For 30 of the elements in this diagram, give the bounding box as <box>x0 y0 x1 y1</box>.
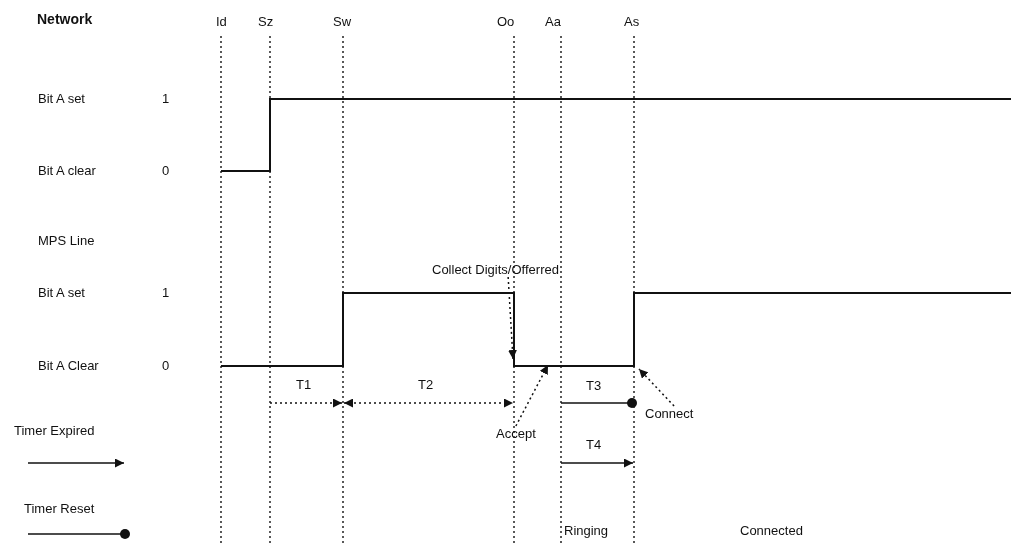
signal-label: Bit A clear <box>38 163 96 178</box>
legend-label: Timer Reset <box>24 501 95 516</box>
level-label: 0 <box>162 358 170 373</box>
level-label: 0 <box>162 163 170 178</box>
state-label: Connected <box>740 523 803 538</box>
level-label: 1 <box>162 285 170 300</box>
callout-text: Accept <box>496 426 536 441</box>
timer-label: T1 <box>296 377 312 392</box>
event-label: Sw <box>333 14 352 29</box>
event-label: As <box>624 14 640 29</box>
event-label: Aa <box>545 14 561 29</box>
event-label: Sz <box>258 14 274 29</box>
callout-text: Collect Digits/Offerred <box>432 262 559 277</box>
timer-label: T2 <box>418 377 434 392</box>
signal-label: Bit A set <box>38 285 85 300</box>
timer-label: T3 <box>586 378 602 393</box>
event-label: Oo <box>497 14 515 29</box>
signal-label: Bit A Clear <box>38 358 99 373</box>
leader-line <box>638 368 675 407</box>
heading: Network <box>37 12 93 27</box>
legend-label: Timer Expired <box>14 423 95 438</box>
callout-text: Connect <box>645 406 694 421</box>
leader-line <box>507 276 517 360</box>
state-label: Ringing <box>564 523 609 538</box>
signal-label: Bit A set <box>38 91 85 106</box>
section-label: MPS Line <box>38 233 95 248</box>
event-label: Id <box>216 14 227 29</box>
timer-label: T4 <box>586 437 602 452</box>
level-label: 1 <box>162 91 170 106</box>
leader-line <box>515 364 549 427</box>
